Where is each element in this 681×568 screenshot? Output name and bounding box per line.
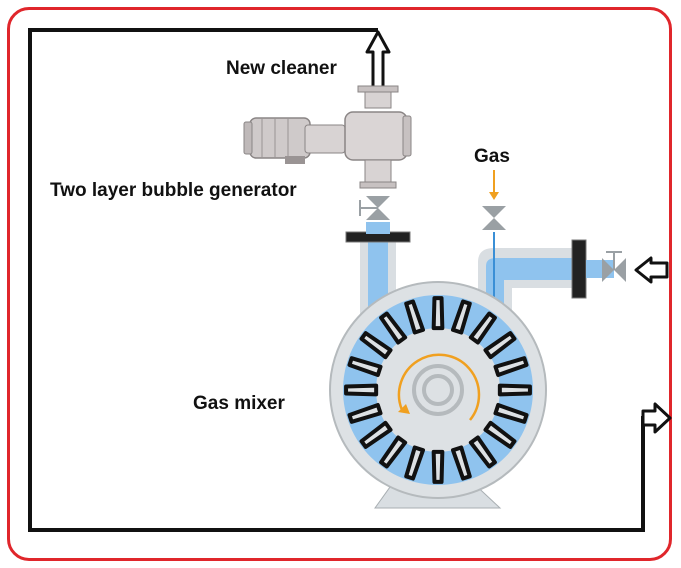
shaft-ring-inner bbox=[422, 374, 454, 406]
rotor-blade bbox=[468, 435, 497, 469]
rotor-blade bbox=[450, 445, 472, 481]
shaft-ring-outer bbox=[412, 364, 464, 416]
gas-arrow-icon bbox=[489, 170, 499, 200]
rotor-blade bbox=[359, 331, 393, 360]
left-arrow-icon bbox=[634, 256, 669, 284]
rotation-arrow-icon bbox=[397, 353, 481, 421]
new-cleaner-label: New cleaner bbox=[226, 58, 337, 79]
valve-icon bbox=[359, 196, 390, 220]
rotor-blade bbox=[493, 402, 529, 424]
rotor-blade bbox=[431, 449, 445, 484]
inlet-valve-icon bbox=[602, 251, 626, 282]
rotor-blade bbox=[483, 331, 517, 360]
rotor-blade bbox=[468, 311, 497, 345]
bubble-generator-label: Two layer bubble generator bbox=[50, 180, 297, 201]
rotor-blade bbox=[404, 299, 426, 335]
rotor-blade bbox=[450, 299, 472, 335]
gas-mixer-label: Gas mixer bbox=[193, 393, 285, 414]
rotor-hub bbox=[376, 328, 500, 452]
up-arrow-icon bbox=[365, 30, 391, 90]
bubble-generator-body bbox=[344, 85, 412, 189]
diagram-frame bbox=[7, 7, 672, 561]
rotor-blade bbox=[347, 356, 383, 378]
rotor-blade bbox=[431, 296, 445, 331]
rotor-blade bbox=[359, 420, 393, 449]
rotor bbox=[344, 296, 532, 484]
rotor-blade bbox=[344, 383, 379, 397]
rotor-blade bbox=[404, 445, 426, 481]
right-arrow-icon bbox=[641, 402, 672, 434]
rotor-blade bbox=[483, 420, 517, 449]
rotor-blade bbox=[379, 311, 408, 345]
gas-valve-icon bbox=[482, 206, 506, 230]
motor-icon bbox=[243, 117, 346, 164]
rotor-blade bbox=[497, 383, 532, 397]
gas-label: Gas bbox=[474, 146, 510, 167]
rotor-blade bbox=[379, 435, 408, 469]
rotor-blade bbox=[347, 402, 383, 424]
rotor-blade bbox=[493, 356, 529, 378]
